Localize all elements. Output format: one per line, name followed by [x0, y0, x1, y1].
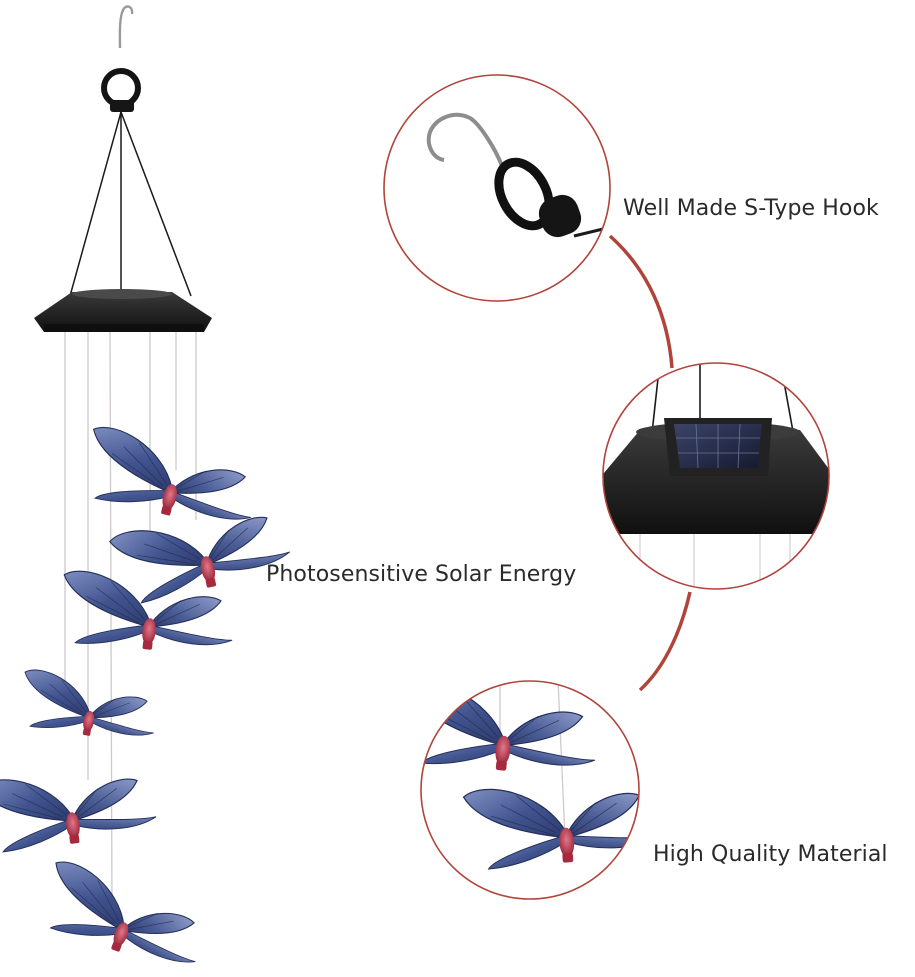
- wind-chime: [0, 5, 295, 977]
- material-callout-label: High Quality Material: [653, 842, 888, 867]
- detail-material: [420, 680, 640, 900]
- hook-callout-label: Well Made S-Type Hook: [623, 196, 879, 221]
- solar-callout-label: Photosensitive Solar Energy: [266, 562, 577, 587]
- detail-solar-cap: [602, 362, 830, 590]
- callout-connectors: [608, 234, 692, 692]
- detail-hook: [383, 74, 611, 302]
